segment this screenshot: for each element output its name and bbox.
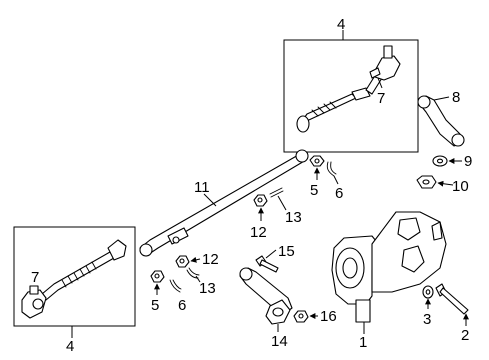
cotter-pin-6-mid-icon	[326, 161, 337, 177]
bolt-15-leader	[265, 249, 277, 259]
top-tie-rod-inner-joint	[296, 115, 310, 133]
nut-hole	[422, 179, 430, 185]
callout-5-mid: 5	[310, 182, 318, 199]
callout-5-low: 5	[151, 297, 159, 314]
top-tie-rod-box	[283, 30, 419, 153]
top-tie-rod-end-stud	[383, 45, 393, 59]
link-14-boot	[272, 307, 284, 317]
callout-11: 11	[194, 179, 210, 196]
callout-8: 8	[452, 89, 460, 106]
nut-arrow	[437, 180, 454, 187]
nut-5-mid	[309, 155, 325, 180]
left-tie-rod-shaft	[41, 251, 115, 301]
pitman-arm-bottom-eye	[451, 133, 465, 147]
cotter-13-mid-leader	[277, 195, 287, 211]
pitman-arm-leader	[433, 96, 450, 101]
callout-12-mid: 12	[250, 224, 267, 241]
cotter-13-low-leader	[195, 275, 201, 283]
cotter-13-low	[186, 267, 201, 283]
cotter-6-mid-leader	[333, 175, 339, 185]
washer-3	[422, 285, 434, 309]
drag-link-bar	[139, 153, 307, 257]
callout-12-low: 12	[202, 251, 219, 268]
callout-15: 15	[278, 243, 295, 260]
gear-input-port	[397, 217, 421, 241]
bolt-15	[255, 249, 279, 273]
left-box-frame	[13, 226, 136, 327]
drag-link	[139, 149, 309, 257]
cotter-6-mid	[326, 161, 339, 185]
left-tie-rod-threads	[61, 261, 97, 288]
bolt-15-shank	[259, 259, 279, 273]
left-tie-rod-box	[13, 226, 136, 338]
nut-12-low	[175, 255, 201, 268]
callout-2: 2	[461, 327, 469, 344]
callout-3: 3	[423, 311, 431, 328]
pitman-arm	[417, 95, 465, 147]
nut-12-mid	[253, 194, 268, 221]
top-box-frame	[283, 39, 419, 153]
callout-13-mid: 13	[285, 209, 302, 226]
callout-10: 10	[452, 178, 469, 195]
top-adjuster-sleeve	[351, 87, 371, 101]
gear-pitman-shaft	[355, 299, 371, 323]
drag-link-end-left	[139, 243, 153, 257]
washer-9	[432, 155, 462, 167]
gear-valve-body	[401, 245, 425, 273]
left-tie-rod-end-boot	[32, 298, 44, 310]
callout-9: 9	[464, 153, 472, 170]
nut-12-low-hole	[179, 258, 185, 264]
callout-14: 14	[271, 333, 288, 350]
callout-6-mid: 6	[335, 185, 343, 202]
link-14-upper-eye	[239, 267, 253, 281]
pitman-arm-top-eye	[417, 95, 431, 109]
link-14	[239, 267, 293, 332]
nut-16	[293, 310, 318, 323]
nut-5-low	[150, 270, 165, 295]
gear-fitting	[431, 221, 443, 241]
washer-hole	[436, 158, 444, 164]
nut-5-low-hole	[154, 273, 160, 279]
cotter-pin-6-low-icon	[169, 279, 182, 293]
gear-sector-hub	[342, 257, 358, 279]
callout-6-low: 6	[178, 297, 186, 314]
bolt-2	[435, 283, 469, 326]
callout-13-low: 13	[199, 280, 216, 297]
drag-link-leader	[203, 193, 217, 207]
cotter-pin-13-low-icon	[186, 267, 200, 279]
drag-link-bolt	[172, 236, 180, 244]
nut-16-hole	[298, 313, 304, 319]
cotter-13-mid	[269, 187, 287, 211]
callout-16: 16	[320, 308, 337, 325]
top-tie-rod-threads	[311, 101, 337, 117]
bolt-2-shank	[439, 287, 469, 315]
top-tie-rod-end-leader	[377, 77, 383, 89]
washer-3-hole	[425, 289, 431, 295]
callout-4-bottom: 4	[66, 338, 74, 355]
callout-4-top: 4	[337, 16, 345, 33]
cotter-pin-13-mid-icon	[269, 187, 284, 198]
callout-7-top: 7	[377, 90, 385, 107]
cotter-6-low	[169, 279, 182, 293]
left-tie-rod-end-stud	[29, 285, 39, 295]
nut-5-mid-hole	[314, 158, 320, 164]
drag-link-end-right	[295, 149, 309, 163]
callout-1: 1	[359, 334, 367, 351]
top-tie-rod-end-nut	[369, 67, 381, 79]
callout-7-left: 7	[31, 269, 39, 286]
steering-gear-box	[331, 211, 447, 334]
nut-10	[416, 175, 454, 189]
nut-12-mid-hole	[257, 197, 263, 203]
nut-12-low-arrow	[190, 256, 201, 263]
left-tie-rod-inner-joint	[107, 239, 127, 261]
